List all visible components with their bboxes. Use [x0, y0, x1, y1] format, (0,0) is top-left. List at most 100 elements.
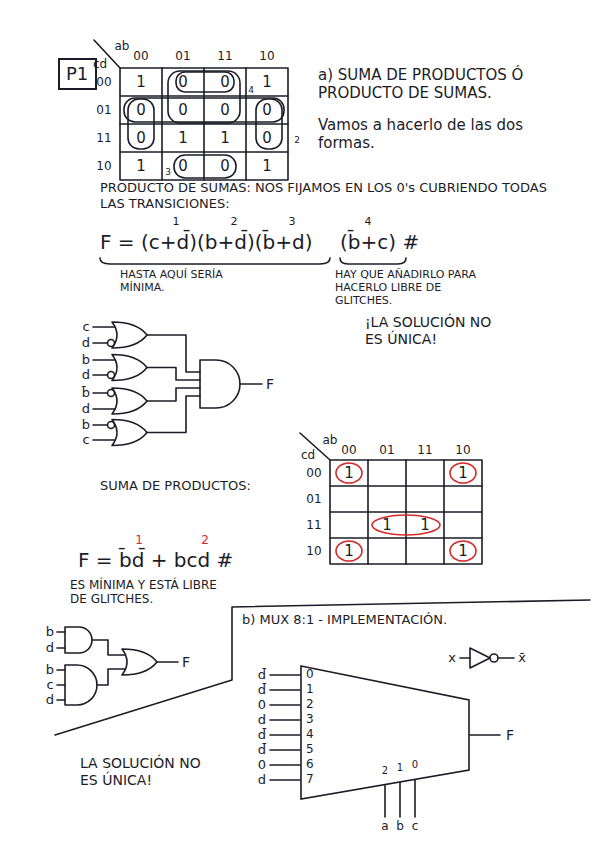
multiplexer-wires — [270, 675, 500, 817]
signal-name: c — [46, 677, 53, 693]
heading-text: a) SUMA DE PRODUCTOS Ó PRODUCTO DE SUMAS… — [318, 66, 573, 102]
kmap-cell: 1 — [344, 464, 354, 482]
select-index: 2 — [382, 765, 388, 777]
mux-input-index: 0 — [306, 667, 470, 682]
signal-name: a — [381, 819, 388, 833]
group-number: 4 — [248, 85, 254, 96]
kmap-cell: 1 — [136, 73, 146, 91]
kmap-cell: 0 — [178, 157, 188, 175]
group-number: 2 — [294, 135, 300, 146]
kmap-cell: 0 — [262, 101, 272, 119]
mux-input-index: 1 — [306, 682, 470, 697]
mux-input-index: 2 — [306, 697, 470, 712]
karnaugh-map-grid — [300, 433, 482, 564]
column-header: 01 — [175, 49, 190, 63]
kmap-cell: 0 — [178, 101, 188, 119]
row-header: 00 — [96, 75, 111, 89]
kmap-cell: 1 — [262, 157, 272, 175]
column-header: 11 — [217, 49, 232, 63]
multiplexer-outline — [301, 666, 469, 799]
mux-input-value: d — [258, 712, 266, 728]
signal-name: x — [448, 650, 456, 666]
kmap-cell: 1 — [382, 516, 392, 534]
mux-input-index: 5 — [306, 742, 470, 757]
logic-circuit — [57, 627, 178, 705]
formula: F = b̄d̄ + bcd # — [78, 548, 233, 572]
note-text: ¡LA SOLUCIÓN NO ES ÚNICA! — [365, 314, 505, 348]
group-outline — [336, 463, 476, 561]
kmap-cell: 1 — [420, 516, 430, 534]
group-number: 3 — [165, 167, 171, 178]
inverter-symbol — [460, 648, 514, 668]
column-header: 11 — [417, 443, 432, 457]
kmap-cell: 1 — [262, 73, 272, 91]
select-index: 1 — [397, 762, 403, 774]
kmap-cell: 1 — [178, 129, 188, 147]
signal-name: b — [82, 352, 90, 368]
kmap-cell: 0 — [136, 101, 146, 119]
kmap-cell: 1 — [458, 542, 468, 560]
mux-input-value: 0 — [258, 697, 266, 713]
callout-number: 2 — [231, 215, 238, 228]
signal-name: c — [412, 819, 419, 833]
note-text: PRODUCTO DE SUMAS: NOS FIJAMOS EN LOS 0'… — [100, 180, 575, 211]
mux-input-index: 4 — [306, 727, 470, 742]
mux-input-value: 0 — [258, 757, 266, 773]
formula: F = (c+d̄)(b+d̄)(b̄+d) — [100, 230, 313, 254]
kmap-cell: 1 — [136, 157, 146, 175]
axis-label: ab — [323, 433, 338, 447]
kmap-cell: 0 — [178, 73, 188, 91]
signal-name: d — [82, 401, 90, 417]
note-text: HAY QUE AÑADIRLO PARA HACERLO LIBRE DE G… — [335, 268, 500, 308]
signal-name: F — [266, 376, 274, 393]
row-header: 00 — [306, 466, 321, 480]
title-box: P1 — [58, 58, 97, 90]
kmap-cell: 0 — [136, 129, 146, 147]
kmap-cell: 0 — [220, 157, 230, 175]
note-text: Vamos a hacerlo de las dos formas. — [318, 116, 553, 152]
mux-input-value: d̄ — [258, 727, 266, 743]
row-header: 11 — [306, 518, 321, 532]
node-text: P1 — [66, 63, 89, 85]
callout-number: 4 — [365, 215, 372, 228]
column-header: 10 — [455, 443, 470, 457]
group-outline — [124, 71, 284, 178]
row-header: 11 — [96, 131, 111, 145]
signal-name: d — [82, 335, 90, 351]
mux-input-index: 3 — [306, 712, 470, 727]
signal-name: F — [506, 727, 514, 744]
heading-text: b) MUX 8:1 - IMPLEMENTACIÓN. — [242, 612, 447, 628]
multiplexer-block: 01234567 — [300, 665, 470, 800]
multiplexer-outline — [300, 665, 470, 800]
signal-name: x̄ — [518, 650, 526, 666]
callout-number: 2 — [201, 533, 209, 547]
signal-name: b̄ — [82, 385, 90, 401]
kmap-cell: 0 — [220, 73, 230, 91]
axis-label: ab — [115, 39, 130, 53]
note-text: HASTA AQUÍ SERÍA MÍNIMA. — [120, 268, 270, 294]
mux-input-value: d — [258, 772, 266, 788]
callout-number: 3 — [289, 215, 296, 228]
note-text: ES MÍNIMA Y ESTÁ LIBRE DE GLITCHES. — [70, 578, 220, 607]
mux-input-value: d̄ — [258, 682, 266, 698]
axis-label: cd — [93, 57, 107, 71]
note-text: LA SOLUCIÓN NO ES ÚNICA! — [80, 755, 220, 789]
kmap-cell: 1 — [220, 129, 230, 147]
bracket — [340, 258, 406, 264]
row-header: 01 — [96, 103, 111, 117]
mux-input-value: d̄ — [258, 667, 266, 683]
signal-name: b — [82, 417, 90, 433]
signal-name: b — [46, 662, 54, 678]
signal-name: F — [182, 654, 190, 671]
mux-input-value: d̄ — [258, 742, 266, 758]
callout-number: 1 — [173, 215, 180, 228]
formula: (b̄+c) # — [340, 230, 419, 254]
bracket — [100, 258, 330, 264]
row-header: 10 — [306, 544, 321, 558]
kmap-cell: 1 — [458, 464, 468, 482]
signal-name: c — [82, 319, 89, 335]
note-text: SUMA DE PRODUCTOS: — [100, 478, 251, 494]
signal-name: c — [82, 432, 89, 448]
column-header: 00 — [341, 443, 356, 457]
